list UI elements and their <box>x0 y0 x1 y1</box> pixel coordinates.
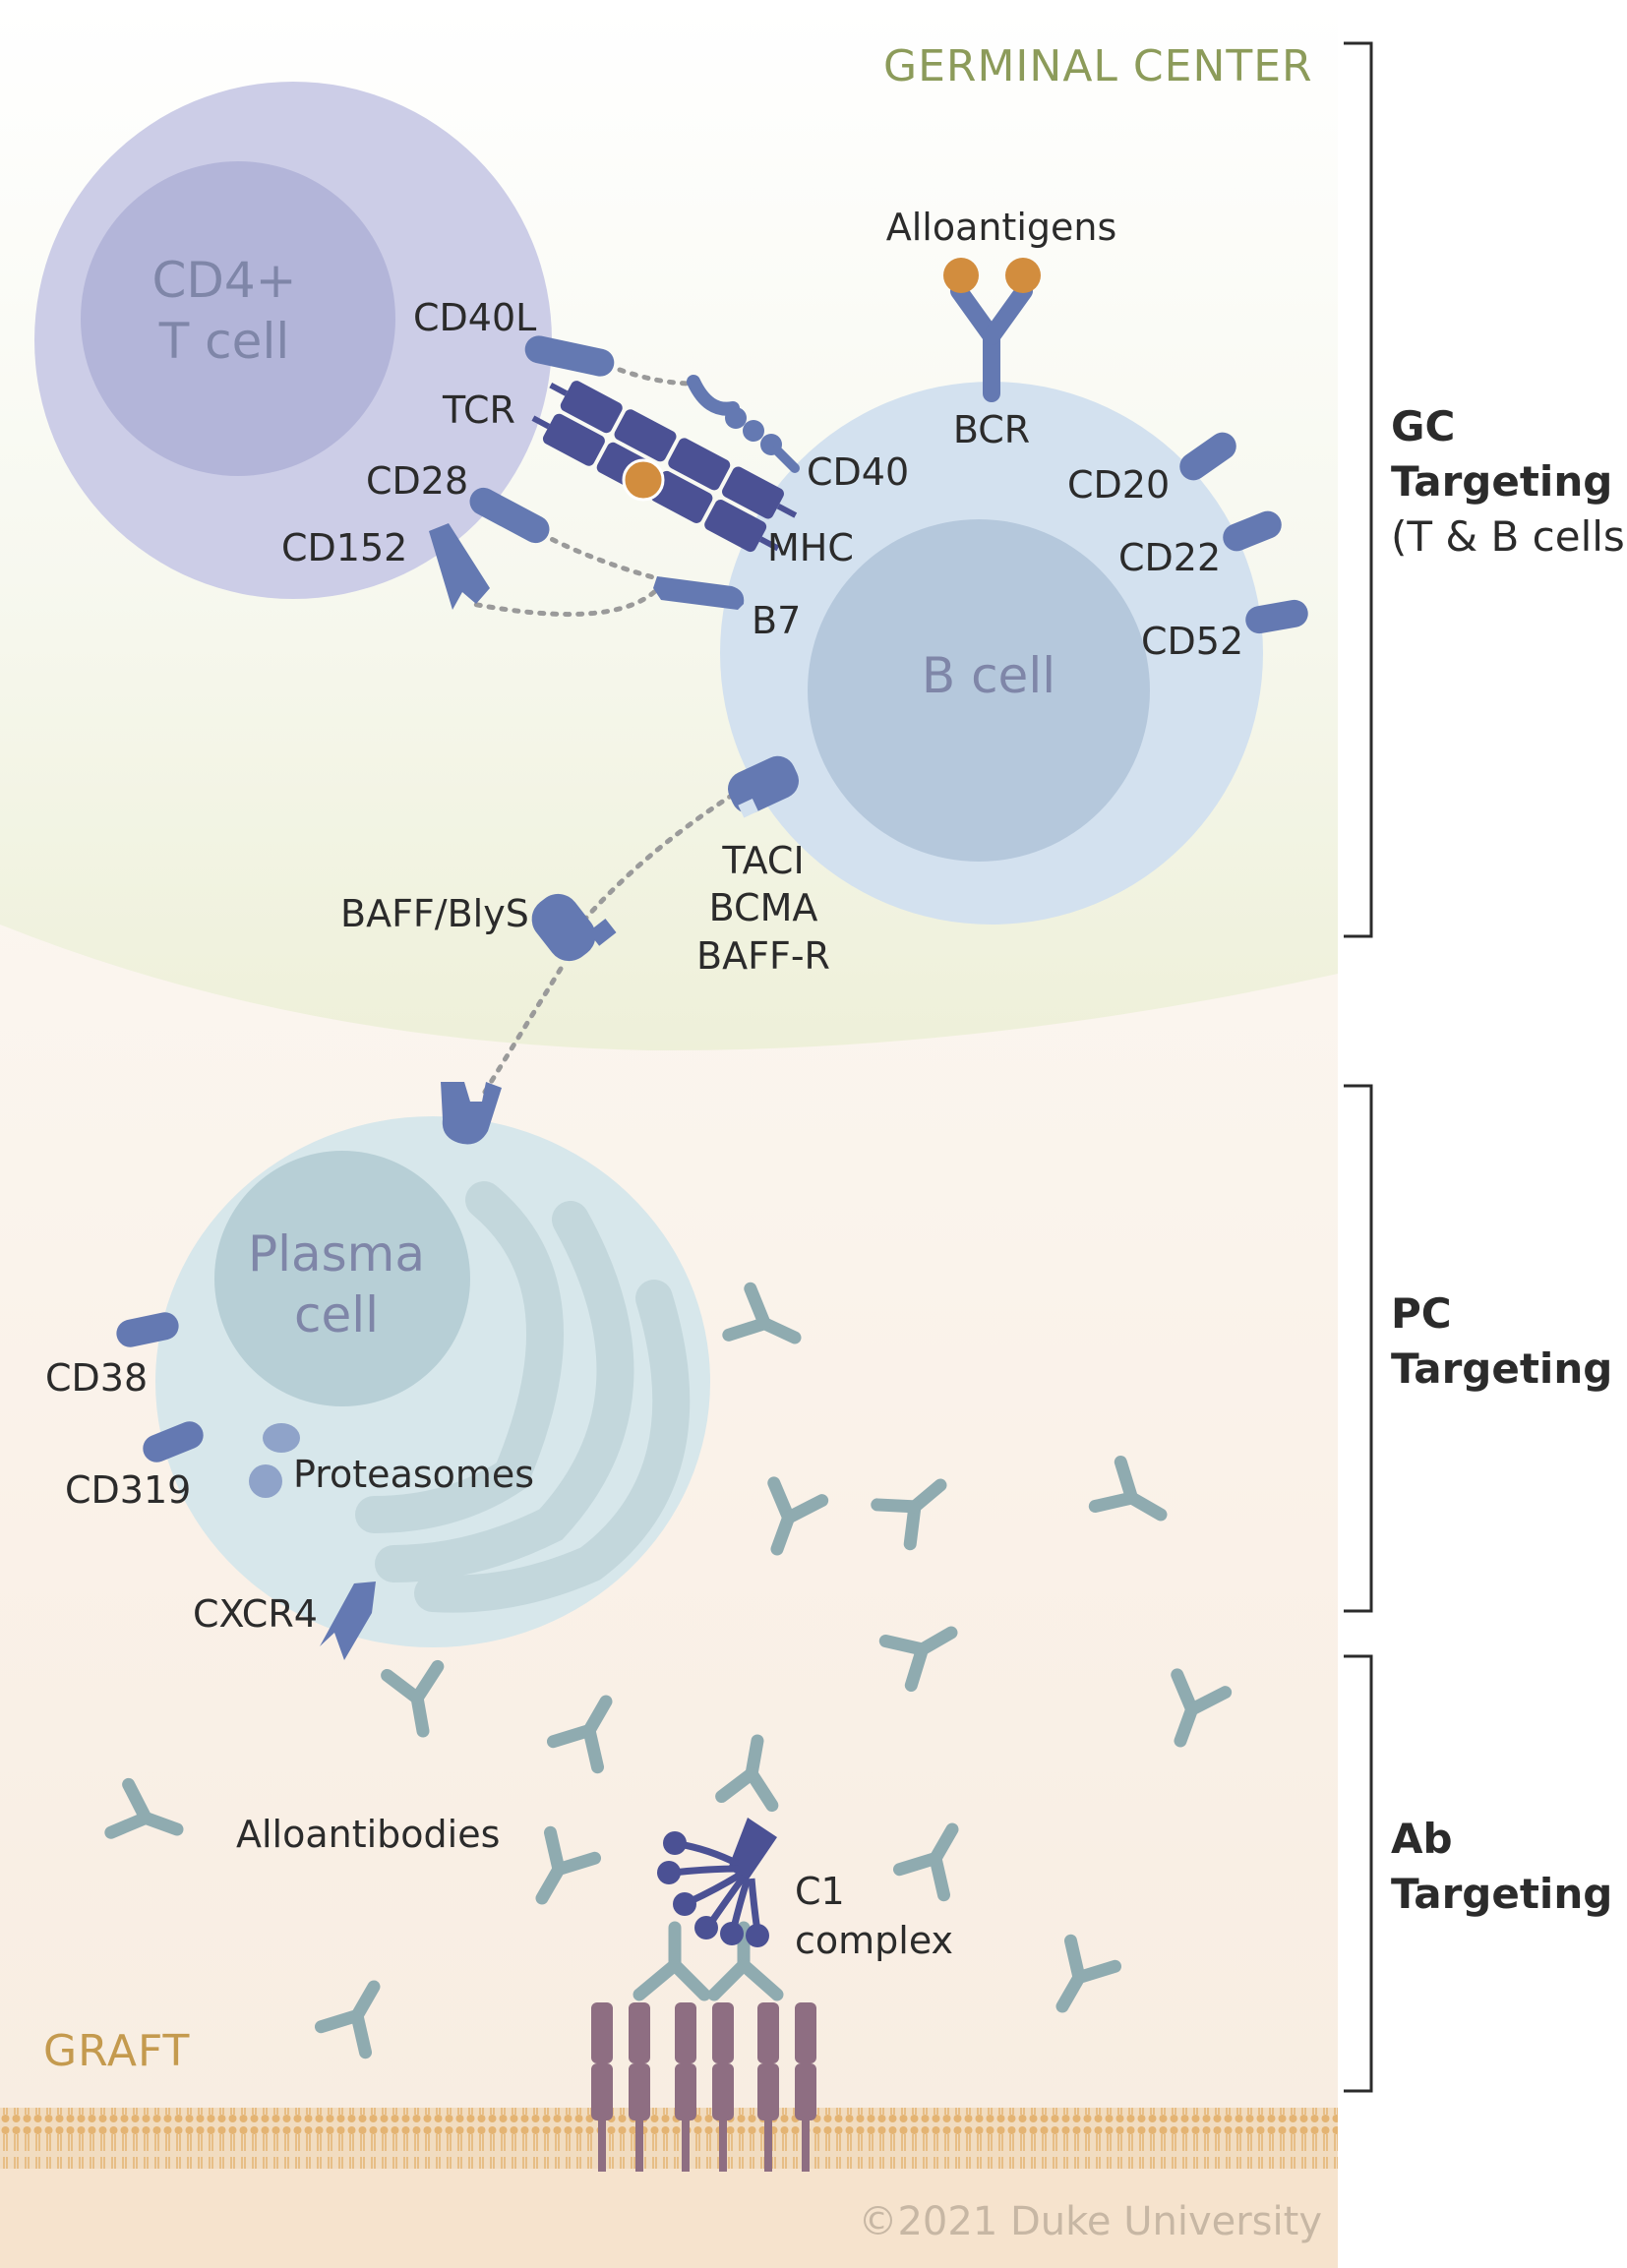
cd38-receptor <box>116 1312 179 1347</box>
taci-receptor <box>727 755 800 818</box>
graft-membrane <box>0 2108 1338 2169</box>
plasma-baff-receptor <box>441 1082 502 1145</box>
baff-plasma-path <box>479 966 564 1100</box>
cd22-receptor <box>1223 510 1282 552</box>
germinal-center-label: GERMINAL CENTER <box>883 41 1313 91</box>
proteasome-2 <box>249 1464 282 1498</box>
plasma-cell-label-line2: cell <box>294 1286 379 1343</box>
cd152-receptor <box>429 523 490 610</box>
bcr-label: BCR <box>953 408 1030 451</box>
taci-label: TACI <box>721 839 804 882</box>
bound-antibodies <box>633 1921 784 2001</box>
t-cell-nucleus <box>81 161 395 476</box>
t-cell-label-line2: T cell <box>158 313 289 370</box>
cd40l-label: CD40L <box>413 296 536 339</box>
bcma-label: BCMA <box>709 886 818 929</box>
alloantigen-1 <box>943 258 979 293</box>
ab-bracket <box>1344 1654 1373 2093</box>
gc-bracket <box>1344 41 1373 938</box>
c1-complex <box>657 1818 777 1947</box>
cd40-label: CD40 <box>807 450 909 494</box>
b-cell-label: B cell <box>922 647 1055 704</box>
graft-label: GRAFT <box>43 2026 190 2076</box>
er-fold-3 <box>414 1280 691 1613</box>
cd40-receptor <box>687 375 800 473</box>
baff-blys-label: BAFF/BlyS <box>340 892 529 935</box>
c1-label-line2: complex <box>795 1919 953 1962</box>
baff-taci-path <box>577 792 736 927</box>
ab-targeting-line1: Ab <box>1391 1815 1453 1863</box>
cd28-label: CD28 <box>366 459 468 503</box>
cd52-receptor <box>1245 599 1308 634</box>
er-fold-2 <box>375 1201 634 1582</box>
cd22-label: CD22 <box>1118 536 1221 579</box>
cd20-receptor <box>1179 432 1236 481</box>
proteasomes-label: Proteasomes <box>293 1453 534 1496</box>
t-cell-label-line1: CD4+ <box>151 252 296 309</box>
ab-targeting-line2: Targeting <box>1391 1870 1612 1918</box>
cd319-receptor <box>143 1421 204 1462</box>
graft-tissue <box>0 2169 1338 2268</box>
cd319-label: CD319 <box>65 1468 191 1512</box>
b7-cd152-path <box>469 589 657 618</box>
pc-bracket <box>1344 1084 1373 1613</box>
b7-cd28-path <box>533 528 667 583</box>
alloantibodies-label: Alloantibodies <box>236 1813 500 1856</box>
antigen-peptide <box>622 458 665 502</box>
bcr-receptor <box>950 282 1033 402</box>
baff-blys-ligand <box>531 893 617 962</box>
cd28-receptor <box>469 487 550 544</box>
mhc-label: MHC <box>767 526 854 569</box>
gc-targeting-line2: Targeting <box>1391 457 1612 506</box>
alloantigens-label: Alloantigens <box>886 206 1117 249</box>
cd20-label: CD20 <box>1067 463 1170 507</box>
cxcr4-label: CXCR4 <box>193 1592 318 1636</box>
gc-targeting-line1: GC <box>1391 402 1455 450</box>
tcr-mhc-complex <box>531 381 798 553</box>
er-fold-1 <box>355 1181 565 1533</box>
plasma-cell-label-line1: Plasma <box>248 1225 425 1283</box>
tcr-label: TCR <box>442 388 515 432</box>
plasma-cell-nucleus <box>214 1151 470 1406</box>
pc-targeting-line2: Targeting <box>1391 1344 1612 1393</box>
proteasome-1 <box>263 1423 300 1453</box>
baff-r-label: BAFF-R <box>696 934 830 978</box>
c1-label-line1: C1 <box>795 1870 845 1913</box>
b7-label: B7 <box>752 599 801 642</box>
b-cell-nucleus <box>808 519 1150 862</box>
cd152-label: CD152 <box>281 526 407 569</box>
cxcr4-receptor <box>320 1582 376 1660</box>
pc-targeting-line1: PC <box>1391 1289 1452 1338</box>
cd40l-receptor <box>524 335 615 377</box>
b7-receptor <box>653 576 745 610</box>
gc-targeting-line3: (T & B cells) <box>1391 512 1627 561</box>
cd38-label: CD38 <box>45 1356 148 1400</box>
cd52-label: CD52 <box>1141 620 1243 663</box>
alloantigen-2 <box>1005 258 1041 293</box>
copyright-text: ©2021 Duke University <box>858 2199 1322 2244</box>
